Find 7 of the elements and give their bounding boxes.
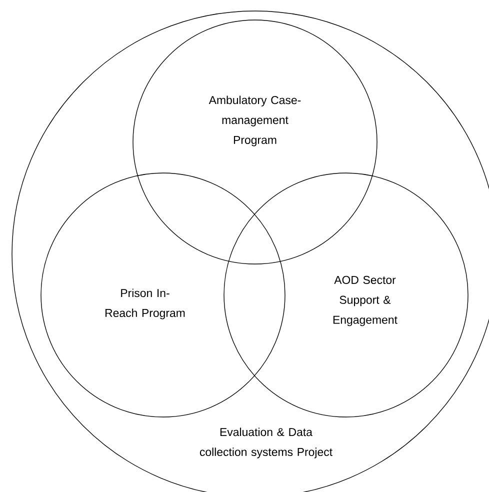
circle	[224, 172, 468, 418]
circle-label: AOD Sector Support & Engagement	[333, 276, 398, 326]
circle-label: Ambulatory Case-management Program	[208, 96, 301, 146]
circle	[132, 20, 378, 264]
circle	[40, 172, 286, 418]
circle-label: Prison In-Reach Program	[106, 288, 185, 320]
circle-label: Evaluation & Data collection systems Project	[200, 428, 332, 458]
